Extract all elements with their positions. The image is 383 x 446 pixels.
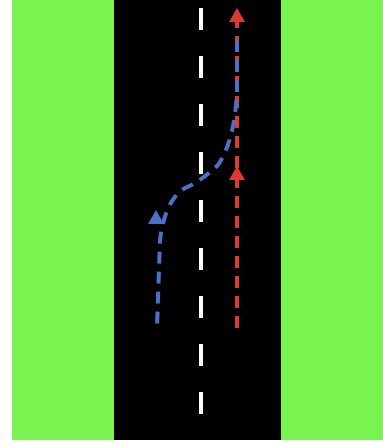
lane-dash [199, 344, 203, 366]
lane-dash [199, 200, 203, 222]
lane-dash [199, 152, 203, 174]
grey-car [136, 16, 176, 104]
lane-dash [199, 392, 203, 414]
lane-dash [199, 56, 203, 78]
car-icon [219, 338, 259, 426]
car-icon [135, 338, 175, 426]
lane-dash [199, 8, 203, 30]
lane-dash [199, 296, 203, 318]
lane-dash [199, 248, 203, 270]
blue-car [135, 338, 175, 426]
white-margin-bottom [0, 440, 383, 446]
white-margin-left [0, 0, 12, 446]
lane-dash [199, 104, 203, 126]
grass-right [281, 0, 383, 446]
lane-divider [199, 8, 203, 414]
red-car [219, 338, 259, 426]
grass-left [0, 0, 114, 446]
car-icon [136, 16, 176, 104]
